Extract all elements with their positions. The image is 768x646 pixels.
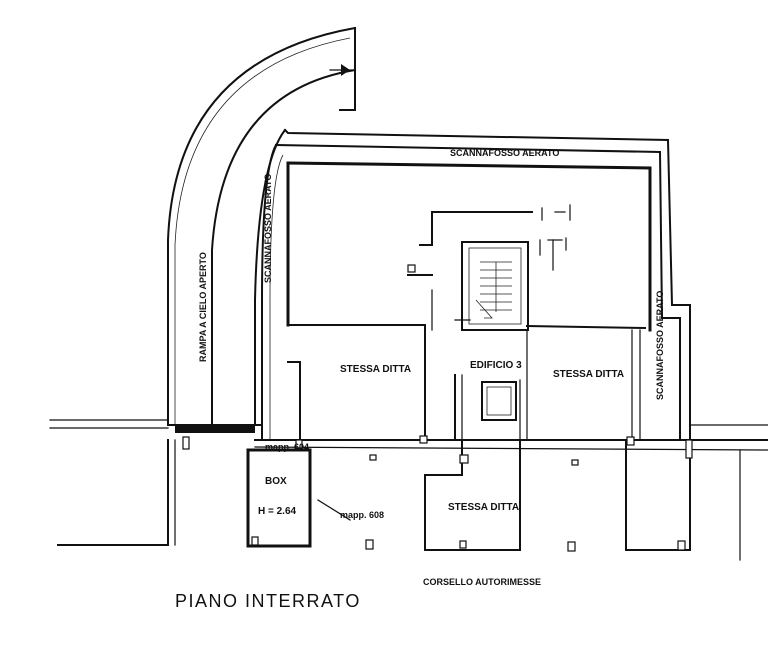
plan-title: PIANO INTERRATO [175,591,361,611]
ramp-direction-arrow-icon [341,64,350,76]
label-stessa-ditta-left: STESSA DITTA [340,364,411,375]
basement-front [49,419,768,451]
pillars [182,264,693,552]
label-stessa-ditta-right: STESSA DITTA [553,369,624,380]
label-box-height: H = 2.64 [258,506,297,517]
label-mapp-608: mapp. 608 [340,510,384,520]
label-scannafosso-left: SCANNAFOSSO AERATO [263,174,273,283]
label-corsello: CORSELLO AUTORIMESSE [423,577,541,587]
label-edificio: EDIFICIO 3 [470,360,522,371]
building-outline [286,161,652,441]
label-scannafosso-right: SCANNAFOSSO AERATO [655,291,665,400]
lower-spaces [57,439,741,561]
ramp [167,26,357,426]
label-mapp-604: mapp. 604 [265,442,309,452]
label-scannafosso-top: SCANNAFOSSO AERATO [450,148,559,158]
interior-walls [407,204,571,441]
label-rampa: RAMPA A CIELO APERTO [198,252,208,362]
scannafosso-walls [261,128,691,441]
stair-core [461,241,529,421]
label-stessa-ditta-bottom: STESSA DITTA [448,502,519,513]
label-box: BOX [265,476,287,487]
